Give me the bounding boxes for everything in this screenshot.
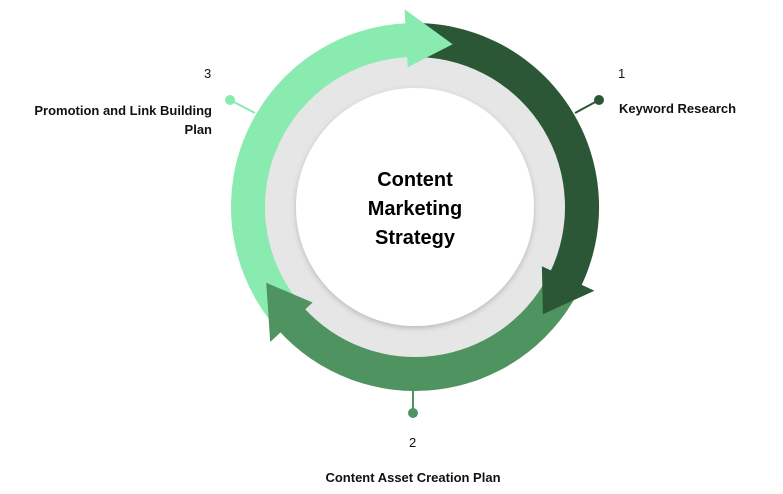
arrow-3-head (404, 9, 453, 68)
step-3-number: 3 (204, 66, 212, 81)
step-1-label: Keyword Research (619, 101, 737, 116)
connector-dot-1 (594, 95, 604, 105)
arrow-1-head (541, 266, 595, 315)
step-2-label: Content Asset Creation Plan (325, 470, 501, 485)
connector-dot-2 (408, 408, 418, 418)
center-title: Content Marketing Strategy (335, 166, 495, 253)
step-2-number: 2 (409, 435, 417, 450)
center-circle (296, 88, 534, 326)
center-title-line: Strategy (374, 227, 456, 249)
center-title-line: Marketing (367, 198, 463, 220)
center-title-line: Content (377, 169, 453, 191)
arrow-3-body (230, 23, 410, 321)
connector-dot-3 (225, 95, 235, 105)
arrow-2-body (278, 277, 578, 391)
step-3-label: Promotion and Link Building Plan (34, 103, 212, 137)
step-1-number: 1 (618, 66, 626, 81)
arrow-2-head (266, 282, 313, 342)
arrow-1-body (420, 23, 600, 288)
